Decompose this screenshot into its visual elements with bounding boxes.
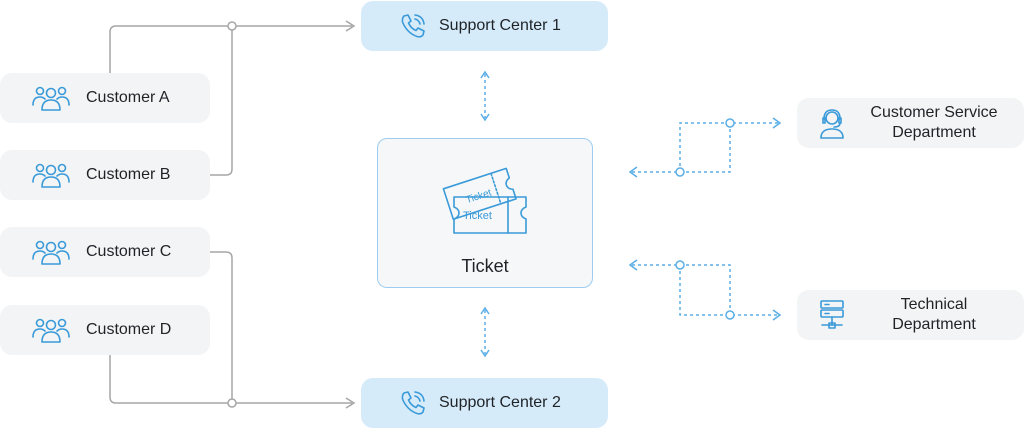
headset-agent-icon: [820, 109, 844, 139]
customer-a-node: Customer A: [0, 73, 210, 123]
ticket-label: Ticket: [461, 256, 509, 276]
support-center-label: Support Center 1: [439, 17, 561, 34]
connector-customer-c: [210, 251, 233, 403]
phone-ringing-icon: [401, 14, 425, 38]
support-center-label: Support Center 2: [439, 394, 561, 411]
phone-ringing-icon: [401, 391, 425, 415]
users-group-icon: [32, 240, 70, 265]
customer-service-department-node: Customer Service Department: [797, 98, 1024, 148]
users-group-icon: [32, 86, 70, 111]
ticket-hub: Ticket Ticket Ticket: [377, 138, 593, 288]
arrowhead-support-2: [345, 397, 356, 409]
tickets-icon: Ticket Ticket: [442, 167, 527, 234]
ticket-icon-text: Ticket: [463, 210, 492, 222]
dashed-link-tech: [632, 264, 778, 316]
server-icon: [820, 300, 844, 329]
department-label-line2: Department: [892, 316, 976, 333]
department-label-line2: Department: [892, 124, 976, 141]
arrowhead-support-1: [345, 20, 356, 32]
junction-top: [227, 21, 237, 31]
technical-department-node: Technical Department: [797, 290, 1024, 340]
users-group-icon: [32, 318, 70, 343]
department-label-line1: Customer Service: [870, 104, 998, 121]
customer-d-node: Customer D: [0, 305, 210, 355]
users-group-icon: [32, 163, 70, 188]
junction-bottom: [227, 398, 237, 408]
connector-customer-b: [210, 26, 233, 176]
connector-customer-d: [109, 355, 232, 404]
department-label: Technical Department: [859, 295, 1009, 335]
department-label-line1: Technical: [900, 296, 968, 313]
support-center-2-node: Support Center 2: [361, 378, 608, 428]
customer-label: Customer B: [86, 166, 171, 183]
customer-label: Customer C: [86, 243, 172, 260]
customer-label: Customer A: [86, 89, 170, 106]
connector-customer-a: [109, 25, 232, 73]
customer-b-node: Customer B: [0, 150, 210, 200]
dashed-link-csd: [632, 122, 778, 173]
customer-label: Customer D: [86, 321, 172, 338]
customer-c-node: Customer C: [0, 227, 210, 277]
support-center-1-node: Support Center 1: [361, 1, 608, 51]
department-label: Customer Service Department: [859, 103, 1009, 143]
